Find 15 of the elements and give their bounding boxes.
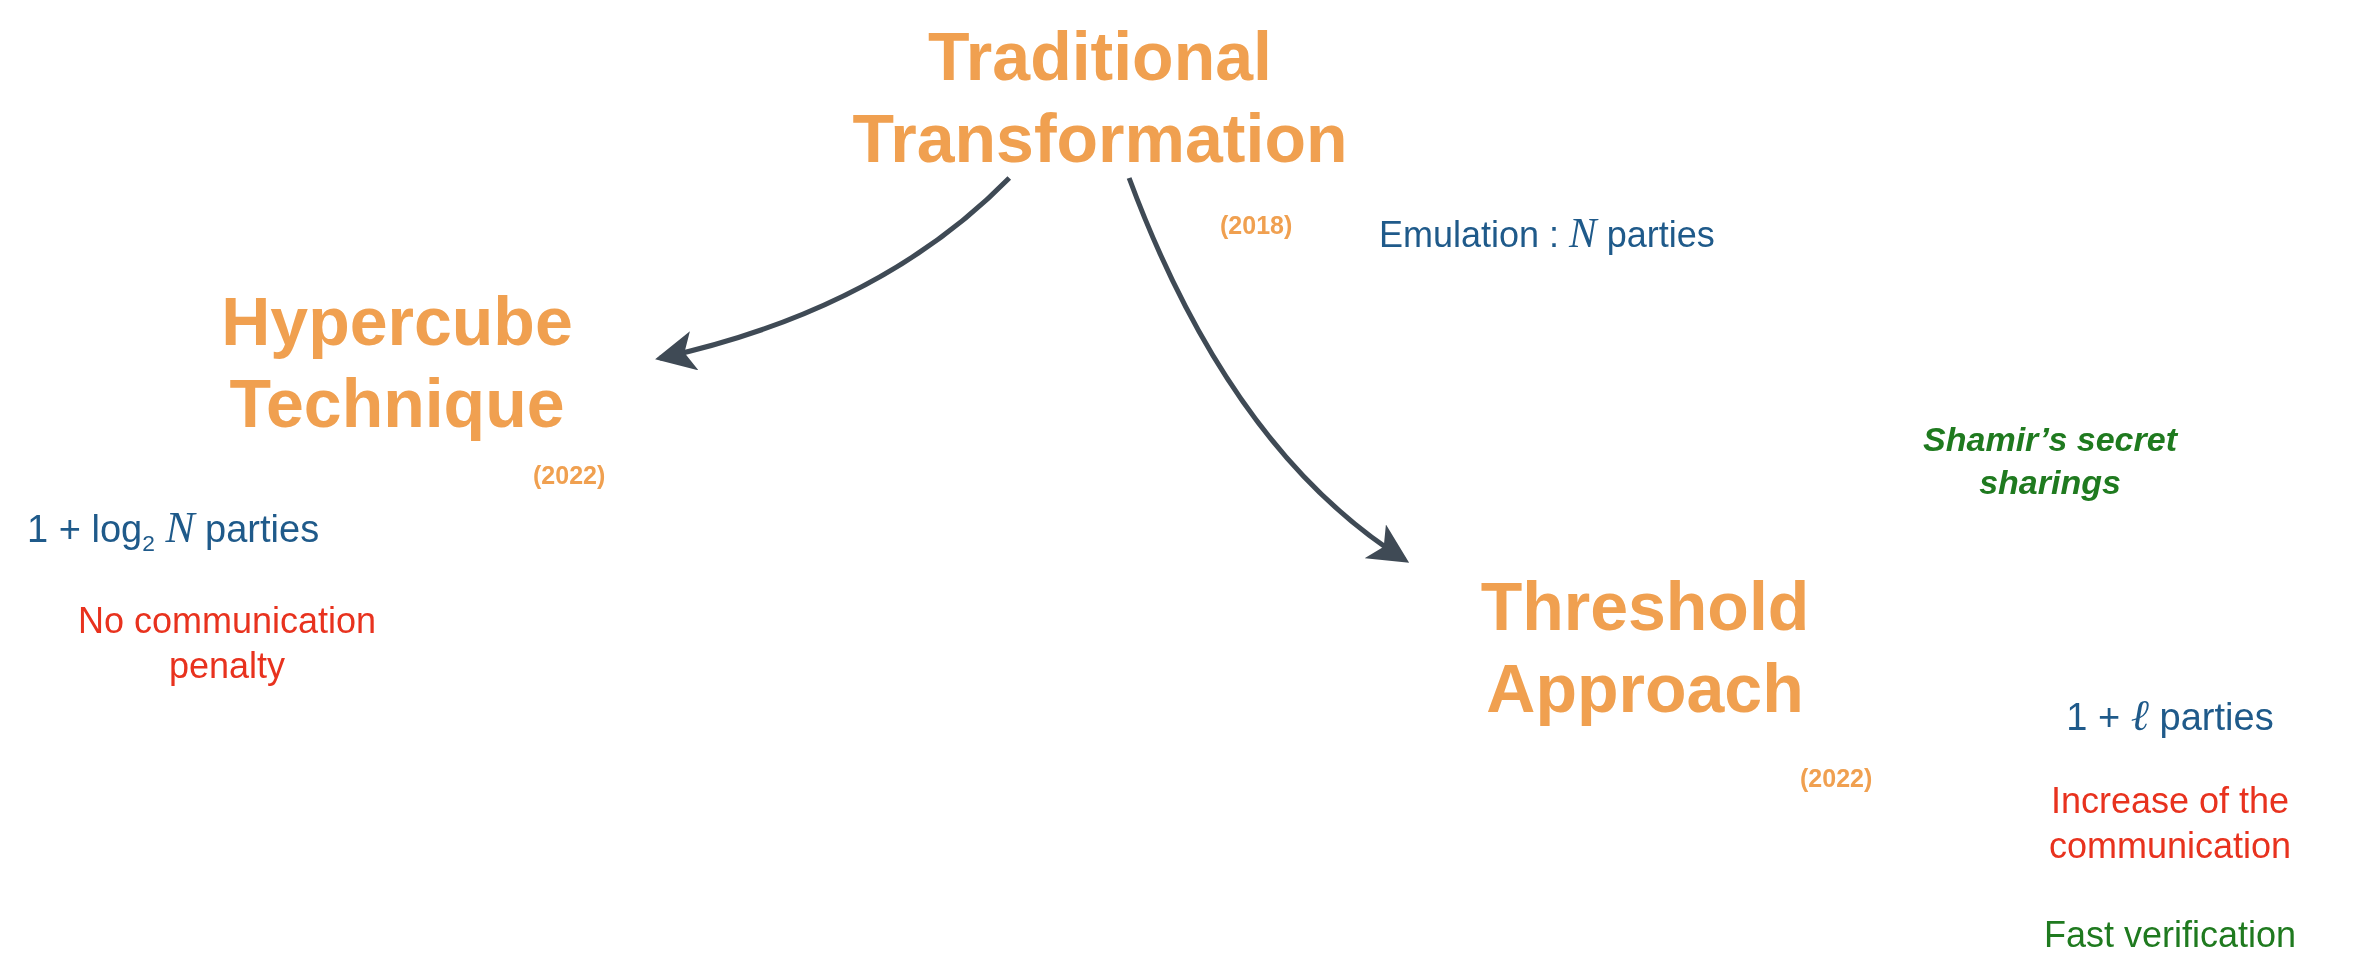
method-title: Hypercube Technique bbox=[220, 282, 574, 443]
method-title: Threshold Approach bbox=[1479, 567, 1811, 728]
annotation-text: No communication penalty bbox=[76, 599, 378, 688]
curved-arrow bbox=[1126, 177, 1410, 563]
curved-arrow bbox=[655, 176, 1011, 370]
year-note: (2018) bbox=[1220, 210, 1293, 240]
annotation-text: Fast verification bbox=[2042, 913, 2298, 957]
annotation-text: Shamir’s secret sharings bbox=[1922, 419, 2179, 503]
annotation-text: 1 + log$_{2}$ N parties bbox=[27, 502, 320, 558]
annotation-text: Emulation : N parties bbox=[1379, 209, 1716, 258]
annotation-text: 1 + ℓ parties bbox=[2065, 690, 2275, 741]
method-title: Traditional Transformation bbox=[851, 17, 1349, 178]
year-note: (2022) bbox=[533, 460, 606, 490]
year-note: (2022) bbox=[1800, 763, 1873, 793]
annotation-text: Increase of the communication bbox=[2047, 779, 2293, 868]
